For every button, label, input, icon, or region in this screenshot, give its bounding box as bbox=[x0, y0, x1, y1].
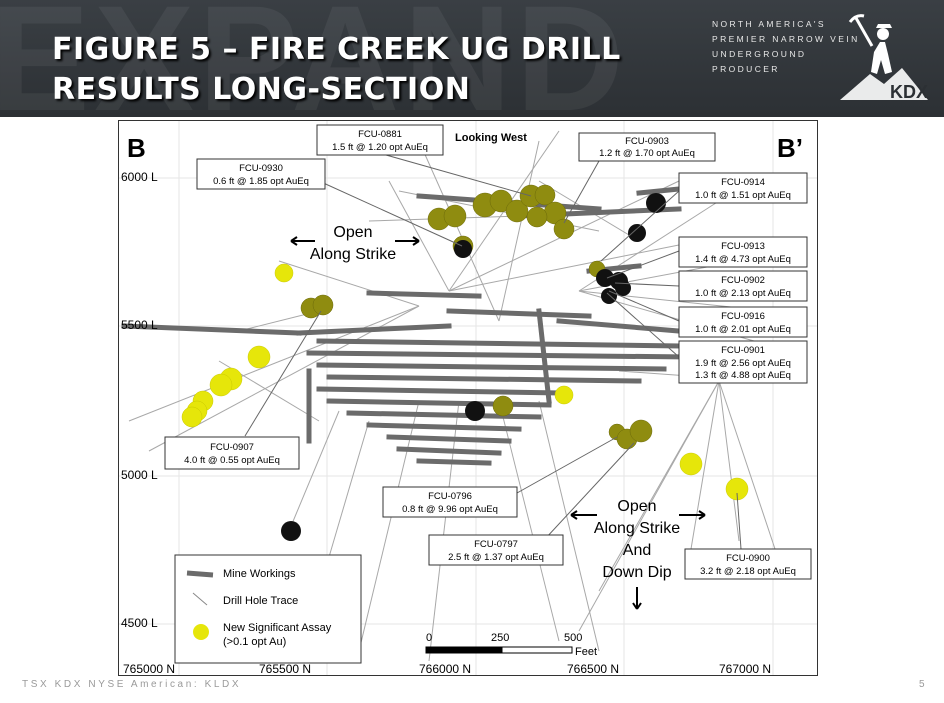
northing-label: 766000 N bbox=[419, 662, 471, 675]
legend-assay-label: New Significant Assay bbox=[223, 622, 332, 634]
kdx-miner-logo-icon: KDX bbox=[840, 14, 928, 102]
callout-assay: 1.0 ft @ 2.01 opt AuEq bbox=[695, 324, 791, 335]
scale-unit: Feet bbox=[575, 646, 597, 658]
callout-assay: 1.0 ft @ 2.13 opt AuEq bbox=[695, 288, 791, 299]
callout-hole-id: FCU-0902 bbox=[721, 275, 765, 286]
title-line-1: FIGURE 5 – FIRE CREEK UG DRILL bbox=[52, 32, 621, 67]
level-label: 5000 L bbox=[121, 468, 158, 482]
view-direction-label: Looking West bbox=[455, 132, 527, 144]
callout-assay: 1.9 ft @ 2.56 opt AuEq bbox=[695, 358, 791, 369]
callout-fcu-0900: FCU-0900 3.2 ft @ 2.18 opt AuEq bbox=[684, 548, 812, 580]
tagline-line-1: NORTH AMERICA'S bbox=[712, 19, 826, 29]
callout-fcu-0903: FCU-0903 1.2 ft @ 1.70 opt AuEq bbox=[578, 132, 716, 162]
title-line-2: RESULTS LONG-SECTION bbox=[52, 72, 471, 107]
northing-labels: 765000 N 765500 N 766000 N 766500 N 7670… bbox=[123, 662, 771, 675]
arrow-left-icon bbox=[290, 236, 315, 246]
open-along-strike-top: Open Along Strike bbox=[290, 224, 420, 263]
callout-hole-id: FCU-0907 bbox=[210, 442, 254, 453]
callout-fcu-0916: FCU-0916 1.0 ft @ 2.01 opt AuEq bbox=[678, 306, 808, 338]
legend-trace-swatch bbox=[192, 592, 208, 606]
callout-hole-id: FCU-0903 bbox=[625, 136, 669, 147]
header-watermark: EXPAND bbox=[0, 0, 628, 117]
callout-fcu-0902: FCU-0902 1.0 ft @ 2.13 opt AuEq bbox=[678, 270, 808, 302]
callout-hole-id: FCU-0916 bbox=[721, 311, 765, 322]
callout-fcu-0797: FCU-0797 2.5 ft @ 1.37 opt AuEq bbox=[428, 534, 564, 566]
callout-assay: 1.4 ft @ 4.73 opt AuEq bbox=[695, 254, 791, 265]
callout-fcu-0914: FCU-0914 1.0 ft @ 1.51 opt AuEq bbox=[678, 172, 808, 204]
company-tagline: NORTH AMERICA'S PREMIER NARROW VEIN UNDE… bbox=[712, 17, 860, 77]
long-section-diagram: B B’ Looking West 6000 L 5500 L 5000 L 4… bbox=[119, 121, 817, 675]
callout-hole-id: FCU-0900 bbox=[726, 553, 770, 564]
header-banner: EXPAND FIGURE 5 – FIRE CREEK UG DRILL RE… bbox=[0, 0, 944, 117]
logo-text: KDX bbox=[890, 82, 928, 102]
callout-fcu-0796: FCU-0796 0.8 ft @ 9.96 opt AuEq bbox=[382, 486, 518, 518]
legend-trace-label: Drill Hole Trace bbox=[223, 595, 298, 607]
legend-workings-swatch bbox=[186, 570, 214, 578]
callout-hole-id: FCU-0914 bbox=[721, 177, 765, 188]
callout-hole-id: FCU-0797 bbox=[474, 539, 518, 550]
open-strike-text: And bbox=[623, 542, 651, 559]
northing-label: 765000 N bbox=[123, 662, 175, 675]
callout-hole-id: FCU-0901 bbox=[721, 345, 765, 356]
callout-boxes: FCU-0881 1.5 ft @ 1.20 opt AuEq FCU-0903… bbox=[164, 124, 812, 580]
northing-label: 767000 N bbox=[719, 662, 771, 675]
footer-ticker: TSX KDX NYSE American: KLDX bbox=[22, 679, 242, 690]
tagline-line-2: PREMIER NARROW VEIN bbox=[712, 34, 860, 44]
callout-fcu-0907: FCU-0907 4.0 ft @ 0.55 opt AuEq bbox=[164, 436, 300, 470]
open-strike-text: Down Dip bbox=[602, 564, 671, 581]
callout-fcu-0901: FCU-0901 1.9 ft @ 2.56 opt AuEq 1.3 ft @… bbox=[678, 340, 808, 384]
open-along-strike-bottom: Open Along Strike And Down Dip bbox=[570, 498, 706, 610]
arrow-right-icon bbox=[679, 510, 706, 520]
level-label: 4500 L bbox=[121, 616, 158, 630]
legend: Mine Workings Drill Hole Trace New Signi… bbox=[174, 554, 362, 664]
legend-assay-swatch bbox=[193, 624, 209, 640]
arrow-right-icon bbox=[395, 236, 420, 246]
mine-workings bbox=[121, 186, 692, 466]
level-labels: 6000 L 5500 L 5000 L 4500 L bbox=[121, 170, 158, 630]
legend-workings-label: Mine Workings bbox=[223, 568, 296, 580]
arrow-down-icon bbox=[632, 587, 642, 610]
callout-assay: 0.6 ft @ 1.85 opt AuEq bbox=[213, 176, 309, 187]
callout-assay: 1.2 ft @ 1.70 opt AuEq bbox=[599, 148, 695, 159]
callout-hole-id: FCU-0881 bbox=[358, 129, 402, 140]
callout-hole-id: FCU-0913 bbox=[721, 241, 765, 252]
callout-hole-id: FCU-0930 bbox=[239, 163, 283, 174]
callout-assay: 1.5 ft @ 1.20 opt AuEq bbox=[332, 142, 428, 153]
new-assays-bright bbox=[181, 263, 749, 501]
long-section-figure: B B’ Looking West 6000 L 5500 L 5000 L 4… bbox=[118, 120, 818, 676]
scale-tick: 0 bbox=[426, 632, 432, 644]
callout-fcu-0913: FCU-0913 1.4 ft @ 4.73 opt AuEq bbox=[678, 236, 808, 268]
scale-tick: 500 bbox=[564, 632, 582, 644]
tagline-line-4: PRODUCER bbox=[712, 64, 780, 74]
callout-assay: 2.5 ft @ 1.37 opt AuEq bbox=[448, 552, 544, 563]
northing-label: 765500 N bbox=[259, 662, 311, 675]
arrow-left-icon bbox=[570, 510, 597, 520]
callout-hole-id: FCU-0796 bbox=[428, 491, 472, 502]
open-strike-text: Open bbox=[617, 498, 656, 515]
callout-assay: 1.3 ft @ 4.88 opt AuEq bbox=[695, 370, 791, 381]
page-number: 5 bbox=[919, 679, 925, 690]
callout-assay: 1.0 ft @ 1.51 opt AuEq bbox=[695, 190, 791, 201]
callout-assay: 3.2 ft @ 2.18 opt AuEq bbox=[700, 566, 796, 577]
scale-bar: 0 250 500 Feet bbox=[425, 632, 597, 658]
callout-fcu-0881: FCU-0881 1.5 ft @ 1.20 opt AuEq bbox=[316, 124, 444, 156]
callout-fcu-0930: FCU-0930 0.6 ft @ 1.85 opt AuEq bbox=[196, 158, 326, 190]
legend-assay-sublabel: (>0.1 opt Au) bbox=[223, 636, 286, 648]
page-title: FIGURE 5 – FIRE CREEK UG DRILL RESULTS L… bbox=[52, 30, 621, 110]
open-strike-text: Along Strike bbox=[310, 246, 396, 263]
open-strike-text: Along Strike bbox=[594, 520, 680, 537]
section-corner-left: B bbox=[127, 133, 146, 163]
scale-tick: 250 bbox=[491, 632, 509, 644]
section-corner-right: B’ bbox=[777, 133, 803, 163]
callout-assay: 4.0 ft @ 0.55 opt AuEq bbox=[184, 455, 280, 466]
tagline-line-3: UNDERGROUND bbox=[712, 49, 807, 59]
level-label: 6000 L bbox=[121, 170, 158, 184]
open-strike-text: Open bbox=[333, 224, 372, 241]
callout-leaders bbox=[244, 152, 742, 550]
northing-label: 766500 N bbox=[567, 662, 619, 675]
callout-assay: 0.8 ft @ 9.96 opt AuEq bbox=[402, 504, 498, 515]
level-label: 5500 L bbox=[121, 318, 158, 332]
